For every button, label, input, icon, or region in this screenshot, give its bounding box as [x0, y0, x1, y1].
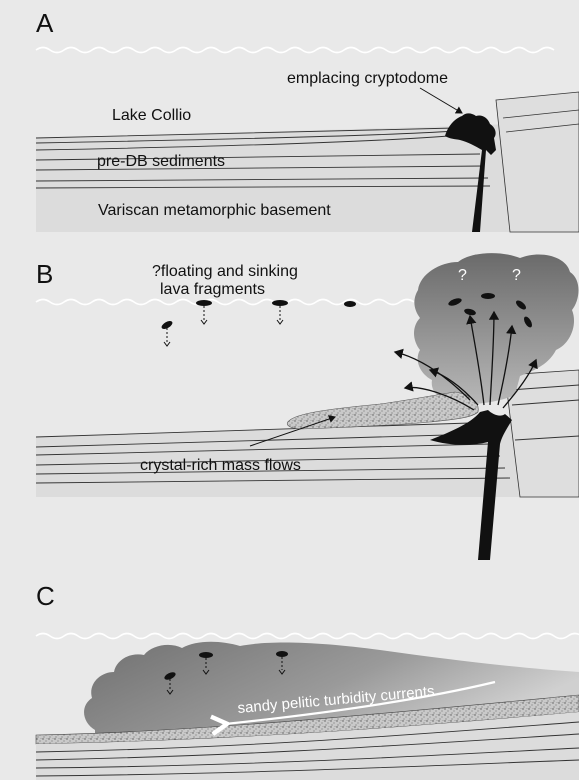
panel-b: B	[36, 253, 579, 560]
label-pre-db-sediments: pre-DB sediments	[97, 153, 225, 170]
label-floating-line2: lava fragments	[160, 281, 265, 298]
label-crystal-rich-mass-flows: crystal-rich mass flows	[140, 457, 301, 474]
label-floating-line1: ?floating and sinking	[152, 263, 298, 280]
label-lake-collio: Lake Collio	[112, 107, 191, 124]
panel-a: A emplacing cryptodome Lake Collio pre-D…	[36, 8, 579, 232]
fault-block-a	[496, 92, 579, 232]
panel-c: C sandy pelitic turbidity currents	[36, 581, 579, 780]
label-variscan-basement: Variscan metamorphic basement	[98, 202, 331, 219]
question-mark-1: ?	[458, 267, 467, 284]
panel-c-letter: C	[36, 581, 55, 611]
lake-surface-a	[36, 48, 554, 53]
floating-fragments-b	[160, 300, 356, 346]
panel-a-letter: A	[36, 8, 54, 38]
label-emplacing-cryptodome: emplacing cryptodome	[287, 70, 448, 87]
cryptodome-pointer-a	[420, 88, 462, 113]
lake-surface-b	[36, 300, 414, 305]
panel-b-letter: B	[36, 259, 53, 289]
question-mark-2: ?	[512, 267, 521, 284]
lake-surface-c	[36, 634, 579, 639]
